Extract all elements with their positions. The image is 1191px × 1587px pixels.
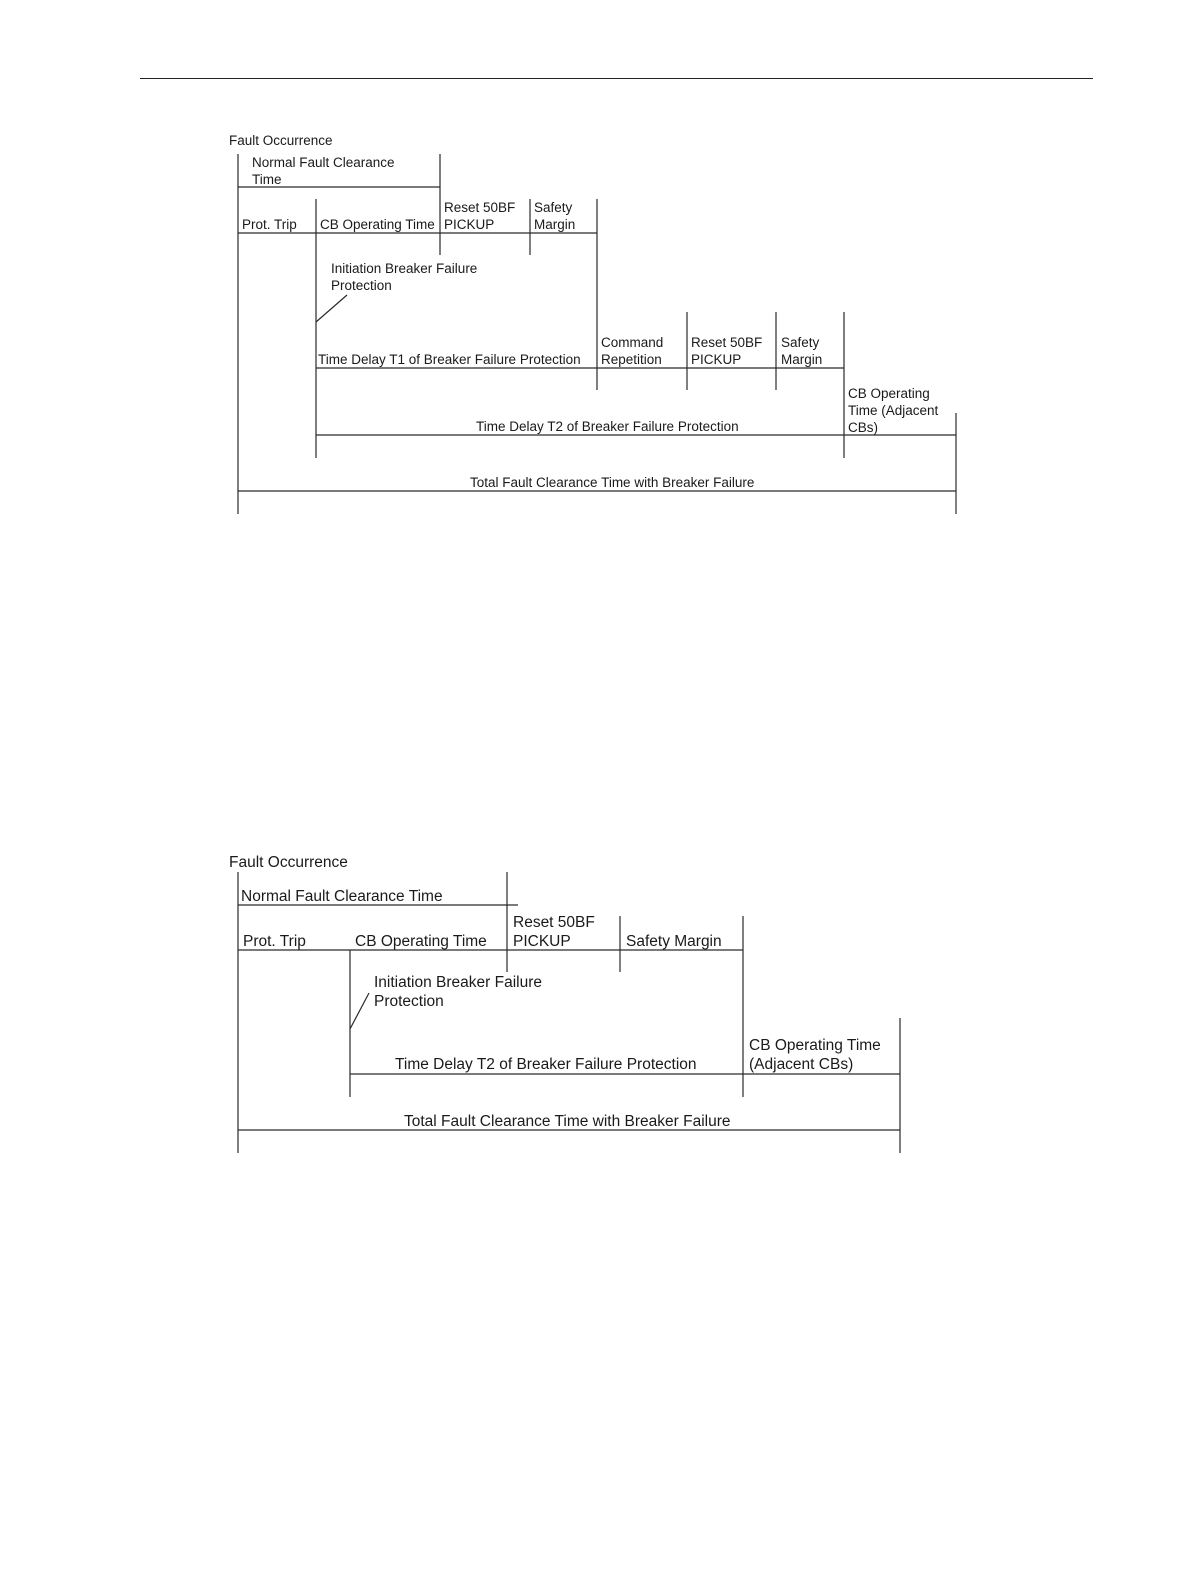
prot-trip-label: Prot. Trip xyxy=(242,217,297,232)
safety-margin-2-label-2: Margin xyxy=(781,352,822,367)
cb-operating-time-label: CB Operating Time xyxy=(320,217,435,232)
safety-margin-label-2: Margin xyxy=(534,217,575,232)
cb-operating-adjacent-label-3: CBs) xyxy=(848,420,878,435)
initiation-pointer xyxy=(349,992,370,1030)
reset-50bf-2-label-2: PICKUP xyxy=(691,352,741,367)
initiation-label: Initiation Breaker Failure xyxy=(374,974,542,991)
reset-50bf-label: Reset 50BF xyxy=(444,200,515,215)
cb-operating-adjacent-label-2: (Adjacent CBs) xyxy=(749,1056,853,1073)
time-delay-t2-label: Time Delay T2 of Breaker Failure Protect… xyxy=(476,419,739,434)
cb-operating-time-label: CB Operating Time xyxy=(355,933,487,950)
time-delay-t2-label: Time Delay T2 of Breaker Failure Protect… xyxy=(395,1056,697,1073)
safety-margin-2-label: Safety xyxy=(781,335,820,350)
normal-fault-clearance-label-2: Time xyxy=(252,172,282,187)
safety-margin-label: Safety xyxy=(534,200,573,215)
timing-diagram-without-command-repetition: Fault Occurrence Normal Fault Clearance … xyxy=(229,854,901,1153)
fault-occurrence-label: Fault Occurrence xyxy=(229,854,348,871)
initiation-label-2: Protection xyxy=(331,278,392,293)
total-fault-clearance-label: Total Fault Clearance Time with Breaker … xyxy=(470,475,754,490)
cb-operating-adjacent-label: CB Operating xyxy=(848,386,930,401)
reset-50bf-label-2: PICKUP xyxy=(444,217,494,232)
initiation-pointer xyxy=(315,294,348,323)
command-repetition-label: Command xyxy=(601,335,663,350)
total-fault-clearance-label: Total Fault Clearance Time with Breaker … xyxy=(404,1113,731,1130)
initiation-label-2: Protection xyxy=(374,993,444,1010)
command-repetition-label-2: Repetition xyxy=(601,352,662,367)
prot-trip-label: Prot. Trip xyxy=(243,933,306,950)
reset-50bf-label: Reset 50BF xyxy=(513,914,595,931)
time-delay-t1-label: Time Delay T1 of Breaker Failure Protect… xyxy=(318,352,581,367)
fault-occurrence-label: Fault Occurrence xyxy=(229,133,333,148)
normal-fault-clearance-label: Normal Fault Clearance xyxy=(252,155,395,170)
cb-operating-adjacent-label-2: Time (Adjacent xyxy=(848,403,939,418)
reset-50bf-label-2: PICKUP xyxy=(513,933,571,950)
reset-50bf-2-label: Reset 50BF xyxy=(691,335,762,350)
normal-fault-clearance-label: Normal Fault Clearance Time xyxy=(241,888,443,905)
cb-operating-adjacent-label: CB Operating Time xyxy=(749,1037,881,1054)
timing-diagram-with-command-repetition: Fault Occurrence Normal Fault Clearance … xyxy=(229,133,957,514)
page-header-rule xyxy=(140,78,1093,79)
safety-margin-label: Safety Margin xyxy=(626,933,722,950)
initiation-label: Initiation Breaker Failure xyxy=(331,261,477,276)
